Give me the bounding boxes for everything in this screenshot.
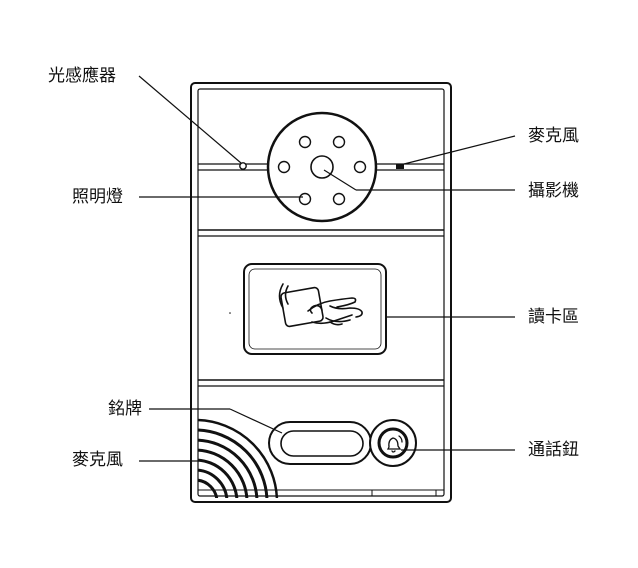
leader-light-sensor <box>138 75 242 164</box>
leader-nameplate-diag <box>229 408 283 434</box>
camera-lens <box>310 155 334 179</box>
speaker-grille <box>198 418 279 498</box>
card-reader-panel <box>198 263 444 387</box>
label-call-button: 通話鈕 <box>528 440 579 460</box>
led-dot <box>353 160 367 174</box>
label-mic-bottom: 麥克風 <box>72 450 123 470</box>
label-light-sensor: 光感應器 <box>48 66 116 86</box>
bottom-panel <box>198 418 444 498</box>
leader-camera <box>323 169 357 191</box>
device-body <box>190 82 452 503</box>
card-reader-plate <box>243 263 387 355</box>
led-dot <box>332 192 346 206</box>
led-dot <box>298 135 312 149</box>
led-dot <box>298 192 312 206</box>
mic-slot-top <box>396 164 404 169</box>
label-camera: 攝影機 <box>528 181 579 201</box>
label-nameplate: 銘牌 <box>108 399 142 419</box>
camera-panel <box>198 111 444 237</box>
label-card-reader: 讀卡區 <box>528 307 579 327</box>
led-dot <box>332 135 346 149</box>
label-mic-top: 麥克風 <box>528 126 579 146</box>
leader-mic-top <box>403 135 516 165</box>
light-sensor-dot <box>239 162 247 170</box>
card-tap-icon <box>278 283 363 328</box>
leader-lines <box>138 75 516 462</box>
call-button-inner <box>377 427 409 459</box>
bell-icon <box>386 435 403 453</box>
label-illumination: 照明燈 <box>72 187 123 207</box>
led-dot <box>277 160 291 174</box>
nameplate-inner <box>280 430 364 457</box>
device-inner-frame <box>197 88 445 497</box>
